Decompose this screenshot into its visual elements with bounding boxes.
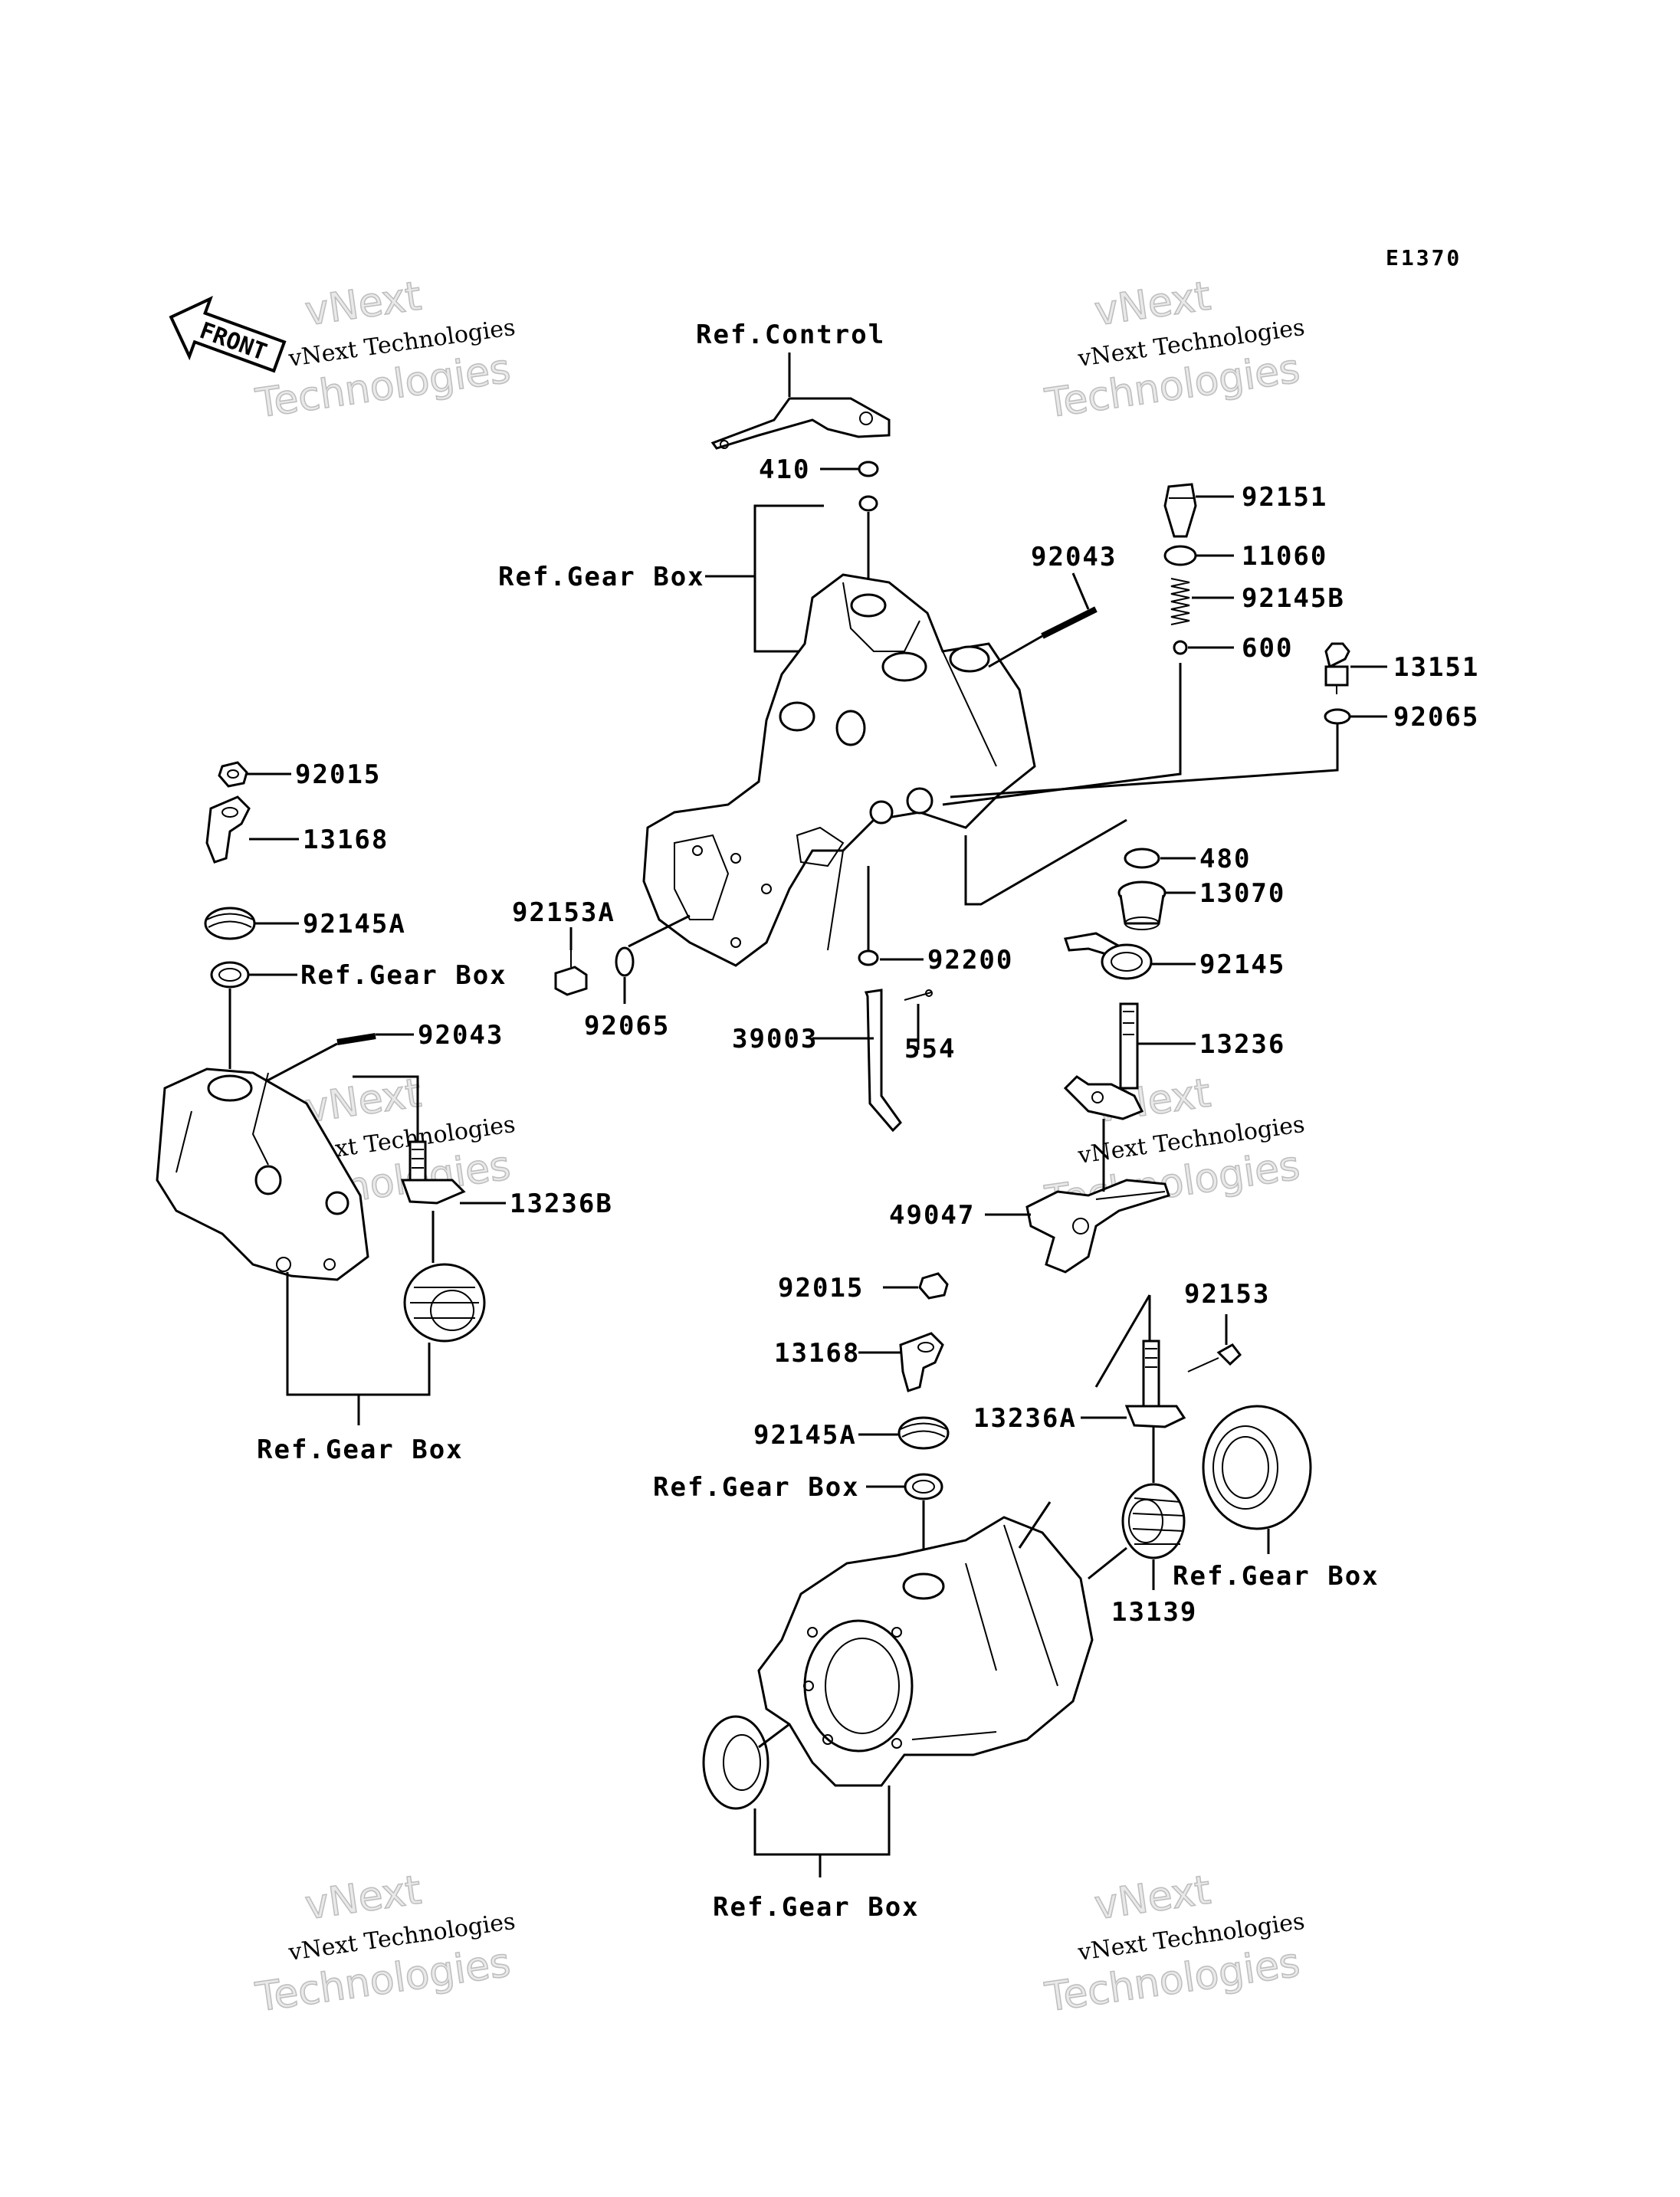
part-13236-shaft bbox=[1063, 1002, 1144, 1120]
label-13236a: 13236A bbox=[973, 1403, 1077, 1434]
label-92200: 92200 bbox=[927, 945, 1013, 976]
gearbox-housing-bottom bbox=[757, 1516, 1094, 1787]
label-600: 600 bbox=[1242, 633, 1293, 664]
part-92153a-bolt bbox=[554, 950, 588, 996]
label-92145a-bottom: 92145A bbox=[753, 1420, 857, 1451]
label-92065-mid: 92065 bbox=[584, 1011, 670, 1041]
diagram-code: E1370 bbox=[1386, 245, 1462, 271]
label-554: 554 bbox=[904, 1034, 956, 1064]
part-92043-pin bbox=[1041, 606, 1098, 639]
label-13168-bottom: 13168 bbox=[774, 1338, 860, 1369]
part-92200 bbox=[858, 949, 879, 966]
label-92145a-left: 92145A bbox=[303, 909, 406, 939]
small-nut bbox=[858, 495, 878, 512]
label-92153a: 92153A bbox=[512, 897, 615, 928]
part-13139-gear bbox=[1121, 1483, 1186, 1559]
gearbox-housing-left bbox=[156, 1067, 369, 1281]
part-92043-left-pin bbox=[336, 1033, 376, 1045]
part-13168-bottom bbox=[899, 1332, 944, 1392]
gearbox-housing-main bbox=[642, 573, 1036, 967]
label-92065-right: 92065 bbox=[1393, 702, 1479, 733]
watermark: vNext vNext Technologies Technologies bbox=[1042, 1867, 1307, 2022]
control-lever bbox=[710, 397, 891, 450]
label-49047: 49047 bbox=[889, 1200, 975, 1231]
part-92145-spring bbox=[1064, 932, 1153, 980]
svg-text:vNext: vNext bbox=[302, 1867, 424, 1930]
label-13139: 13139 bbox=[1111, 1597, 1197, 1628]
label-92145b: 92145B bbox=[1242, 583, 1345, 614]
part-gear-left bbox=[403, 1263, 486, 1343]
label-92043-left: 92043 bbox=[418, 1020, 504, 1051]
part-seal-bottom bbox=[904, 1473, 943, 1500]
label-92153: 92153 bbox=[1184, 1279, 1270, 1310]
part-13151 bbox=[1324, 642, 1350, 694]
part-13168-left bbox=[205, 795, 251, 864]
svg-text:vNext: vNext bbox=[302, 274, 424, 336]
label-92015-bottom: 92015 bbox=[778, 1273, 864, 1303]
part-92151 bbox=[1163, 483, 1197, 538]
part-600-ball bbox=[1173, 640, 1188, 655]
part-11060 bbox=[1163, 545, 1197, 566]
label-ref-gear-box-bottom-seal: Ref.Gear Box bbox=[653, 1472, 860, 1503]
part-bearing-right bbox=[1202, 1405, 1312, 1530]
part-92015-bottom bbox=[918, 1272, 949, 1300]
part-92065-washer bbox=[1324, 708, 1351, 725]
part-49047-fork bbox=[1025, 1179, 1170, 1274]
label-13168-left: 13168 bbox=[303, 825, 389, 855]
front-arrow-icon: FRONT bbox=[169, 296, 287, 373]
part-92065-mid bbox=[615, 946, 635, 977]
part-92145a-bottom-spring bbox=[897, 1416, 950, 1450]
watermark: vNext vNext Technologies Technologies bbox=[252, 1867, 517, 2022]
label-ref-control: Ref.Control bbox=[696, 320, 885, 350]
label-410: 410 bbox=[759, 454, 810, 485]
label-480: 480 bbox=[1199, 844, 1251, 874]
part-92145b-spring bbox=[1170, 578, 1190, 625]
label-ref-gear-box-right: Ref.Gear Box bbox=[1173, 1561, 1380, 1592]
part-seal-left bbox=[210, 961, 250, 989]
label-13236: 13236 bbox=[1199, 1029, 1285, 1060]
part-seal-bottom-left bbox=[702, 1715, 769, 1810]
label-ref-gear-box-bottom: Ref.Gear Box bbox=[713, 1892, 920, 1923]
svg-text:vNext: vNext bbox=[302, 1071, 424, 1133]
label-92015-left: 92015 bbox=[295, 759, 381, 790]
label-92151: 92151 bbox=[1242, 482, 1327, 513]
svg-text:vNext: vNext bbox=[1091, 274, 1213, 336]
part-410 bbox=[858, 461, 879, 477]
label-92043-top: 92043 bbox=[1031, 542, 1117, 572]
part-13070-bushing bbox=[1117, 880, 1166, 930]
label-ref-gear-box-left-bottom: Ref.Gear Box bbox=[257, 1435, 464, 1465]
part-480-ring bbox=[1124, 848, 1160, 869]
part-92145a-left-spring bbox=[204, 907, 256, 940]
label-39003: 39003 bbox=[732, 1024, 818, 1054]
label-13070: 13070 bbox=[1199, 878, 1285, 909]
watermark: vNext vNext Technologies Technologies bbox=[1042, 273, 1307, 428]
part-39003-lever bbox=[864, 989, 933, 1133]
label-11060: 11060 bbox=[1242, 541, 1327, 572]
label-13236b: 13236B bbox=[510, 1189, 613, 1219]
label-ref-gear-box-left-seal: Ref.Gear Box bbox=[300, 960, 507, 991]
part-92153-bolt bbox=[1187, 1343, 1242, 1372]
label-92145: 92145 bbox=[1199, 949, 1285, 980]
part-13236a-shaft bbox=[1124, 1340, 1186, 1428]
label-13151: 13151 bbox=[1393, 652, 1479, 683]
svg-text:vNext: vNext bbox=[1091, 1867, 1213, 1930]
part-92015-left bbox=[218, 761, 248, 788]
part-13236b-shaft bbox=[400, 1140, 466, 1205]
label-ref-gear-box-top: Ref.Gear Box bbox=[498, 562, 705, 592]
